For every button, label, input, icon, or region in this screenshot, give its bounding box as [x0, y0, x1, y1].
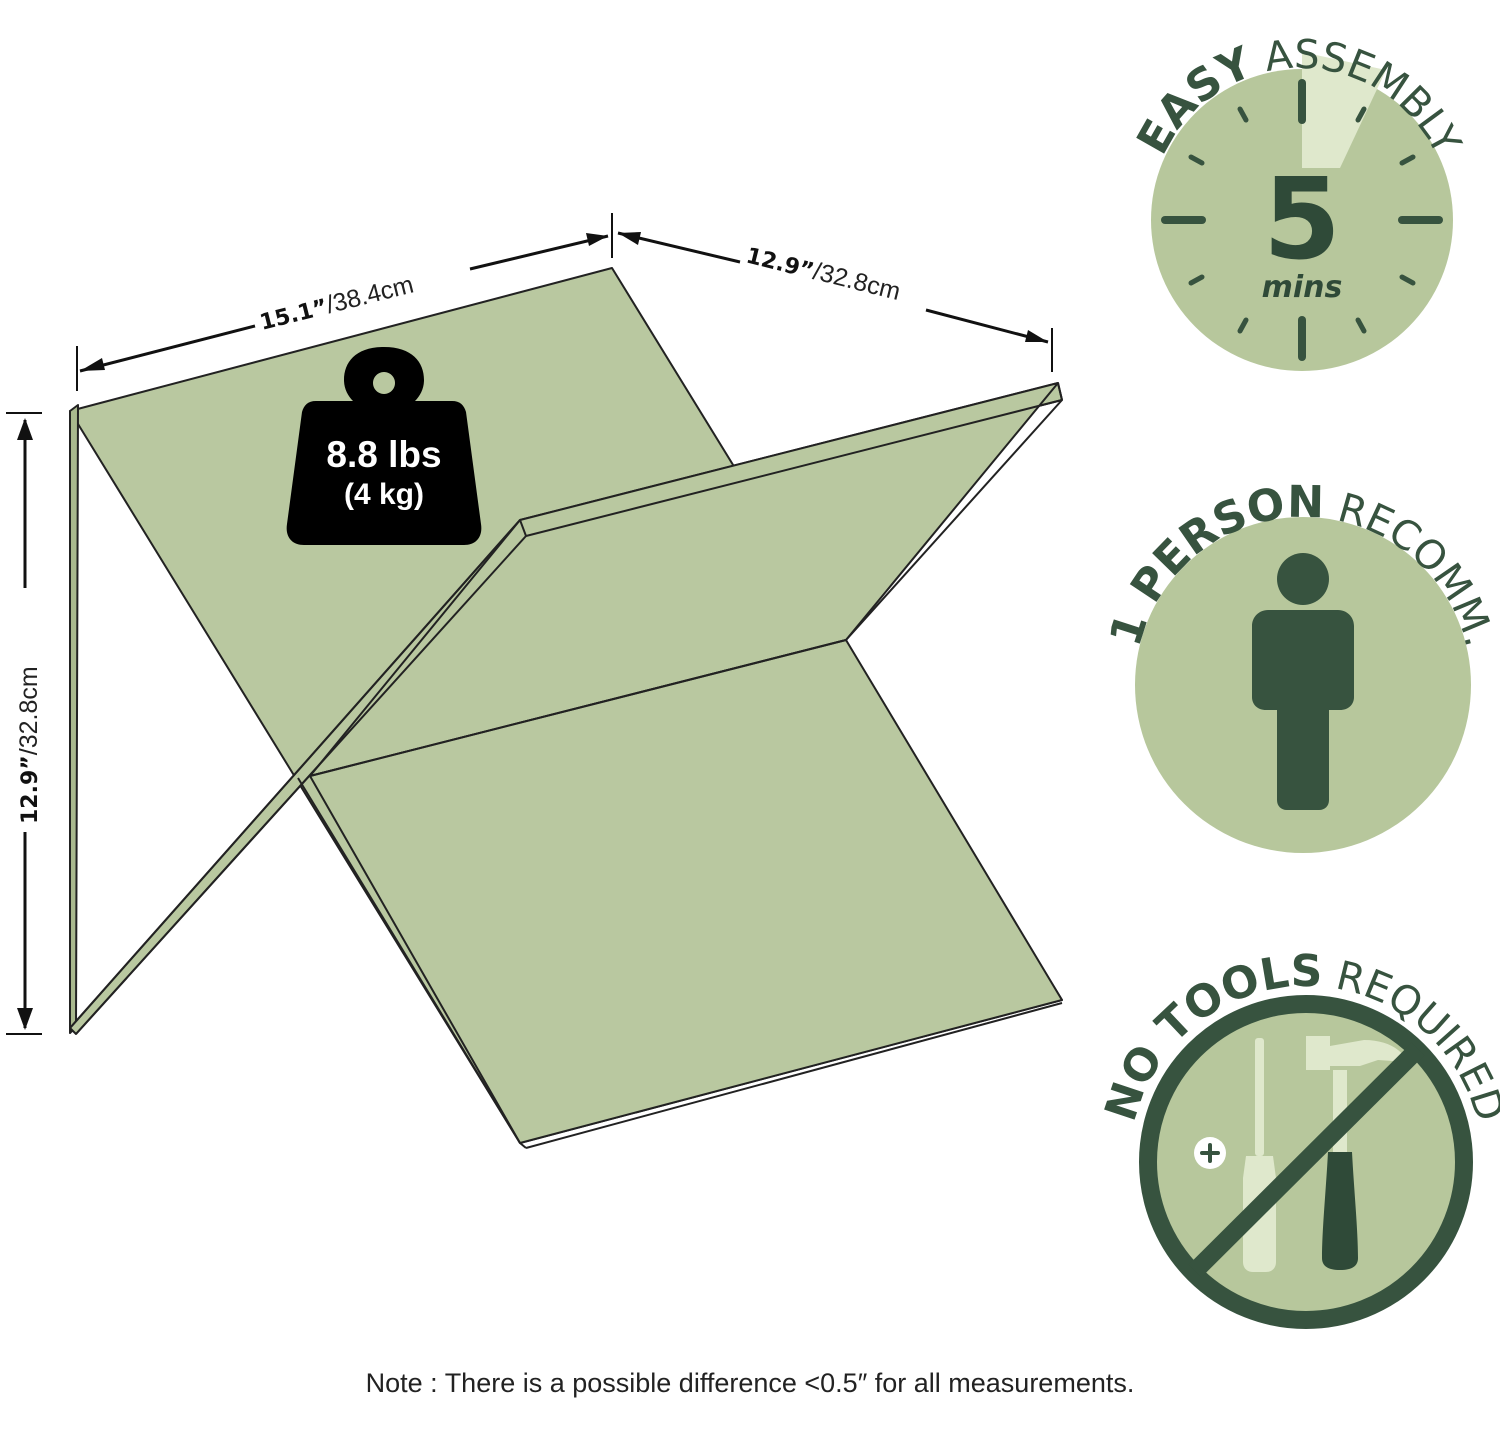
plus-icon	[1194, 1137, 1226, 1169]
no-tools-badge: NO TOOLSREQUIRED	[1095, 946, 1500, 1329]
person-icon	[1252, 553, 1354, 810]
timer-value: 5	[1263, 155, 1341, 285]
width-dimension	[76, 213, 613, 391]
measurement-note: Note : There is a possible difference <0…	[365, 1368, 1135, 1398]
depth-dimension	[617, 231, 1053, 372]
timer-circle	[1151, 69, 1453, 371]
magazine-rack-illustration	[69, 267, 1063, 1149]
depth-label: 12.9”/32.8cm	[744, 241, 904, 306]
easy-assembly-badge: 5 mins EASYASSEMBLY	[1127, 32, 1470, 371]
weight-primary: 8.8 lbs	[326, 434, 441, 475]
weight-secondary: (4 kg)	[344, 478, 424, 511]
height-label: 12.9”/32.8cm	[15, 666, 43, 824]
height-dimension	[6, 412, 42, 1035]
timer-ticks	[1161, 79, 1443, 361]
rack-back-panel-edge	[69, 404, 79, 1034]
prohibited-slash	[1188, 1042, 1425, 1278]
timer-unit: mins	[1262, 270, 1343, 305]
weight-icon: 8.8 lbs (4 kg)	[286, 347, 482, 545]
timer-progress-wedge	[1302, 52, 1386, 168]
